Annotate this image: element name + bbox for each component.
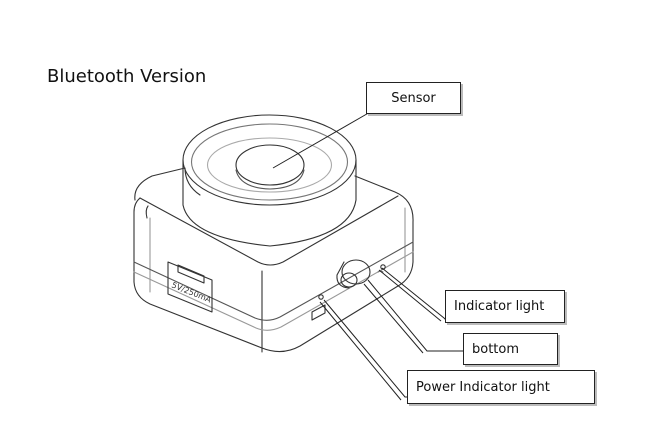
callout-power-indicator-light: Power Indicator light xyxy=(407,370,595,404)
base-band xyxy=(133,241,414,321)
bottom-knob xyxy=(336,259,371,289)
callout-bottom-label: bottom xyxy=(472,341,520,357)
label-plate xyxy=(167,261,213,313)
leader-sensor xyxy=(272,110,373,169)
callout-power-indicator-light-label: Power Indicator light xyxy=(416,379,550,395)
device-base xyxy=(133,167,414,353)
power-indicator-dot xyxy=(318,294,324,300)
callout-sensor: Sensor xyxy=(366,82,461,114)
leader-bottom xyxy=(367,279,463,352)
callout-indicator-light: Indicator light xyxy=(445,290,565,323)
diagram-title: Bluetooth Version xyxy=(47,66,207,87)
callout-sensor-label: Sensor xyxy=(391,90,436,106)
usb-port xyxy=(311,304,326,321)
leader-power xyxy=(323,299,407,398)
callout-indicator-light-label: Indicator light xyxy=(454,299,545,314)
sensor-pad xyxy=(235,144,305,186)
svg-text:5V/250mA: 5V/250mA xyxy=(170,281,213,305)
sensor-housing xyxy=(182,159,357,247)
callout-bottom: bottom xyxy=(463,333,558,365)
leader-indicator xyxy=(381,267,449,323)
